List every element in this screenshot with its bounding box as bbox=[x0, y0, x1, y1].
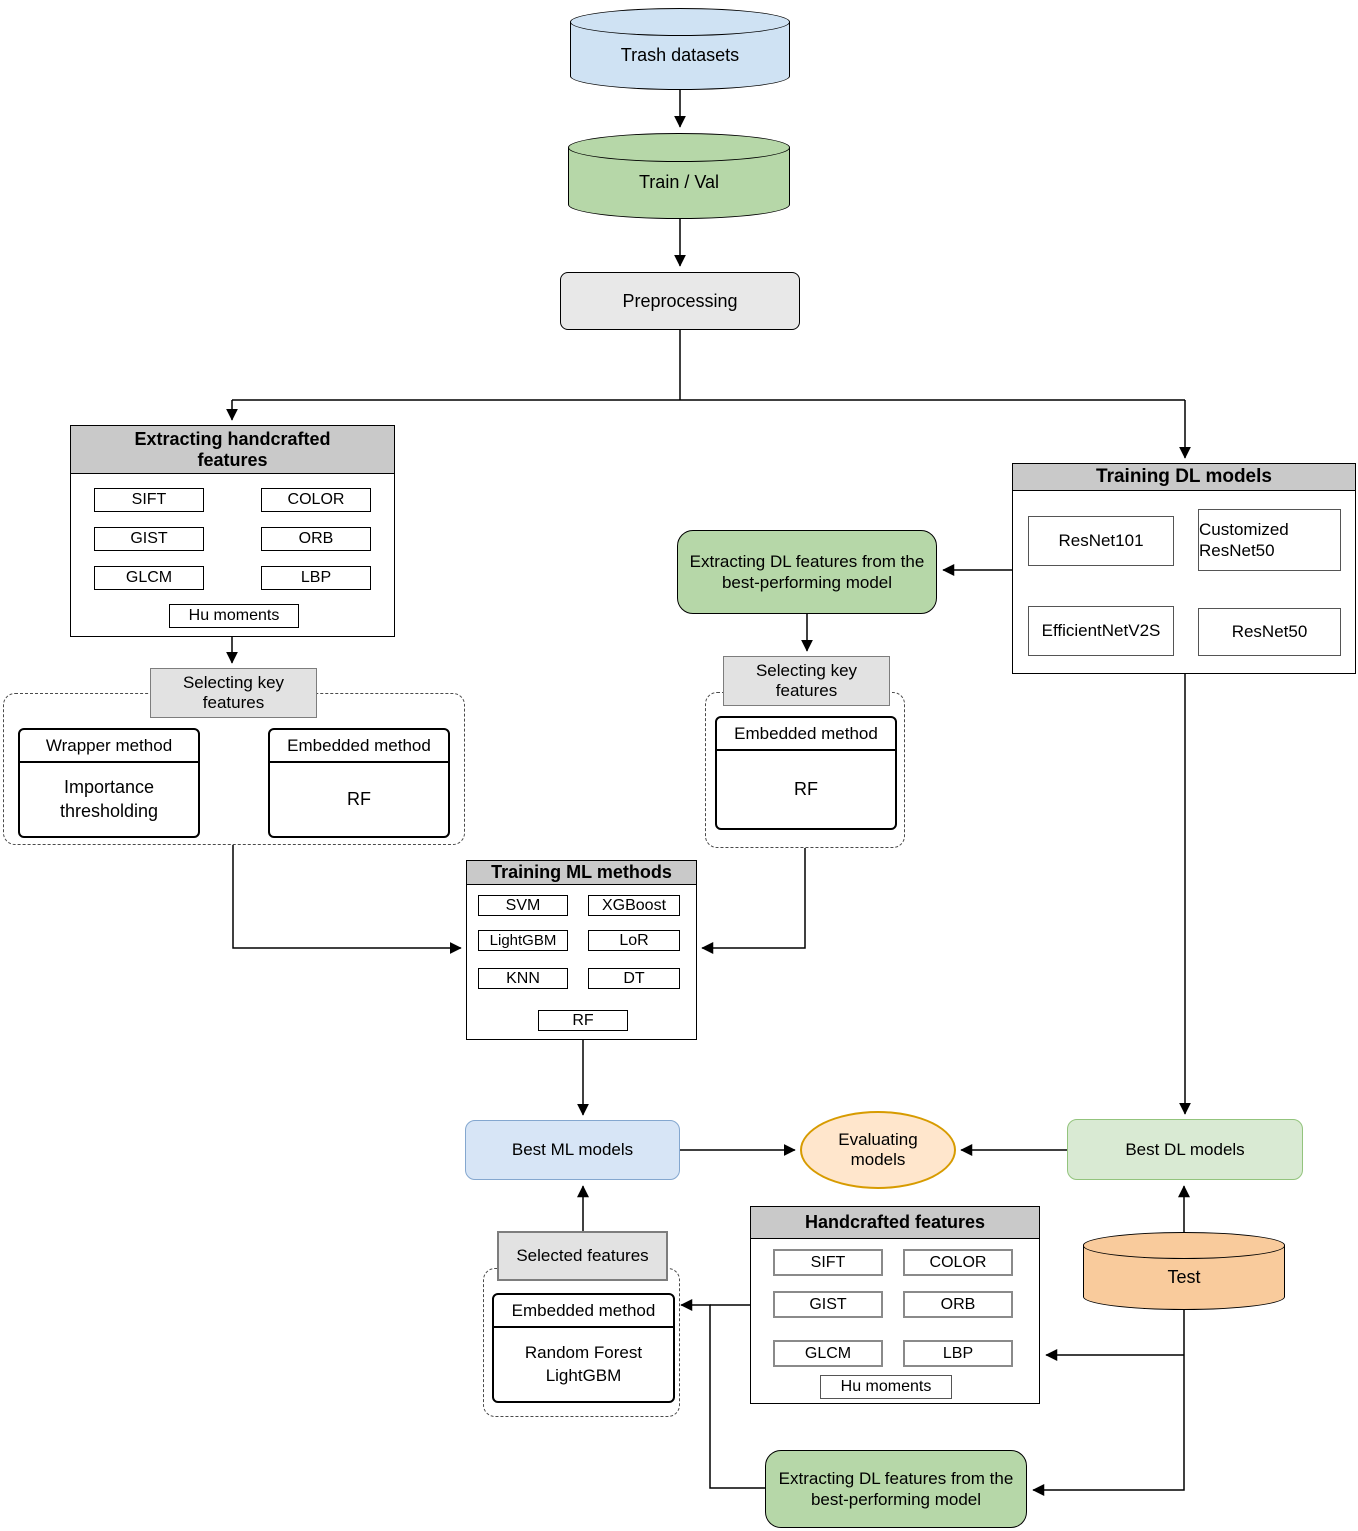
cylinder-test: Test bbox=[1083, 1232, 1285, 1310]
feature-box-gist: GIST bbox=[773, 1291, 883, 1318]
cylinder-train-val: Train / Val bbox=[568, 133, 790, 219]
method-box-rf: RF bbox=[538, 1010, 628, 1031]
group-handcrafted-features: Handcrafted features SIFT COLOR GIST ORB… bbox=[750, 1206, 1040, 1404]
cylinder-top bbox=[570, 8, 790, 36]
embedded-method-title: Embedded method bbox=[494, 1295, 673, 1328]
feature-box-gist: GIST bbox=[94, 527, 204, 551]
group-title: Training ML methods bbox=[491, 862, 672, 883]
group-header: Training DL models bbox=[1013, 464, 1355, 491]
embedded-method-title: Embedded method bbox=[717, 718, 895, 751]
node-best-dl-models: Best DL models bbox=[1067, 1119, 1303, 1180]
wrapper-method-title: Wrapper method bbox=[20, 730, 198, 763]
group-header: Training ML methods bbox=[467, 861, 696, 885]
feature-box-lbp: LBP bbox=[903, 1340, 1013, 1367]
box-embedded-method-left: Embedded method RF bbox=[268, 728, 450, 838]
cylinder-top bbox=[568, 133, 790, 163]
trash-datasets-label: Trash datasets bbox=[620, 44, 740, 65]
method-box-lor: LoR bbox=[588, 930, 680, 951]
box-embedded-method-bottom: Embedded method Random Forest LightGBM bbox=[492, 1293, 675, 1403]
group-header: Handcrafted features bbox=[751, 1207, 1039, 1239]
group-title: Training DL models bbox=[1096, 466, 1272, 488]
ellipse-evaluating-models: Evaluating models bbox=[800, 1111, 956, 1189]
header-selecting-key-features-left: Selecting key features bbox=[150, 668, 317, 718]
feature-box-color: COLOR bbox=[903, 1249, 1013, 1276]
feature-box-orb: ORB bbox=[261, 527, 371, 551]
feature-box-orb: ORB bbox=[903, 1291, 1013, 1318]
feature-box-glcm: GLCM bbox=[773, 1340, 883, 1367]
model-box-efficientnetv2s: EfficientNetV2S bbox=[1028, 606, 1174, 656]
box-wrapper-method: Wrapper method Importance thresholding bbox=[18, 728, 200, 838]
group-header: Extracting handcrafted features bbox=[71, 426, 394, 474]
evaluating-models-label: Evaluating models bbox=[838, 1129, 918, 1169]
model-box-resnet101: ResNet101 bbox=[1028, 516, 1174, 566]
feature-box-sift: SIFT bbox=[773, 1249, 883, 1276]
model-box-resnet50: ResNet50 bbox=[1198, 608, 1341, 656]
embedded-method-title: Embedded method bbox=[270, 730, 448, 763]
test-label: Test bbox=[1167, 1266, 1201, 1287]
box-embedded-method-mid: Embedded method RF bbox=[715, 716, 897, 830]
model-box-customized-resnet50: Customized ResNet50 bbox=[1198, 509, 1341, 571]
cylinder-top bbox=[1083, 1232, 1285, 1259]
feature-box-lbp: LBP bbox=[261, 566, 371, 590]
feature-box-color: COLOR bbox=[261, 488, 371, 512]
feature-box-sift: SIFT bbox=[94, 488, 204, 512]
wrapper-method-body: Importance thresholding bbox=[59, 777, 159, 821]
method-box-xgboost: XGBoost bbox=[588, 895, 680, 916]
node-best-ml-models: Best ML models bbox=[465, 1120, 680, 1180]
method-box-dt: DT bbox=[588, 968, 680, 989]
feature-box-hu-moments: Hu moments bbox=[820, 1375, 952, 1399]
group-training-ml-methods: Training ML methods SVM XGBoost LightGBM… bbox=[466, 860, 697, 1040]
header-selected-features: Selected features bbox=[497, 1231, 668, 1281]
feature-box-glcm: GLCM bbox=[94, 566, 204, 590]
embedded-method-body: RF bbox=[794, 778, 818, 799]
header-selecting-key-features-mid: Selecting key features bbox=[723, 656, 890, 706]
embedded-method-body: Random Forest LightGBM bbox=[524, 1343, 643, 1385]
feature-box-hu-moments: Hu moments bbox=[169, 604, 299, 628]
method-box-lightgbm: LightGBM bbox=[478, 930, 568, 951]
group-title: Extracting handcrafted features bbox=[134, 428, 331, 470]
group-title: Handcrafted features bbox=[804, 1212, 986, 1233]
cylinder-trash-datasets: Trash datasets bbox=[570, 8, 790, 90]
preprocessing-box: Preprocessing bbox=[560, 272, 800, 330]
embedded-method-body: RF bbox=[347, 788, 371, 809]
method-box-knn: KNN bbox=[478, 968, 568, 989]
node-extracting-dl-features-mid: Extracting DL features from the best-per… bbox=[677, 530, 937, 614]
node-extracting-dl-features-bottom: Extracting DL features from the best-per… bbox=[765, 1450, 1027, 1528]
method-box-svm: SVM bbox=[478, 895, 568, 916]
train-val-label: Train / Val bbox=[638, 171, 720, 192]
group-training-dl-models: Training DL models ResNet101 Customized … bbox=[1012, 463, 1356, 674]
group-extracting-handcrafted-features: Extracting handcrafted features SIFT COL… bbox=[70, 425, 395, 637]
